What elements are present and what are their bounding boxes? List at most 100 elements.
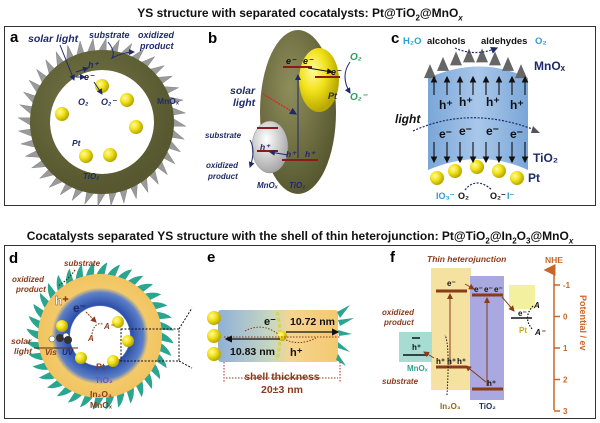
pt-label: Pt [528,171,540,185]
hole-label: h⁺ [88,60,99,70]
substrate-label: substrate [64,259,101,268]
axis-label-potential: Potential / ev [578,295,588,351]
substrate-label: substrate [89,30,130,40]
hole-label: h⁺ [457,357,466,366]
zoom-region-box [120,328,180,362]
panel-f: f Thin heterojunction e⁻ e⁻ e⁻ e⁻ e⁻ A A… [382,249,588,416]
mnox-spike [158,342,172,357]
superoxide-label: O₂⁻ [101,97,117,107]
panel-d: d substrate oxidized product h⁺ e⁻ A⁻ A … [9,250,193,410]
light-label: light [14,346,33,356]
hole-label: h⁺ [486,95,500,109]
o2-label: O₂ [78,97,89,107]
light-arrowhead [531,126,540,133]
tio2-label: TiO₂ [95,375,113,385]
oxidized-label: oxidized [382,308,415,317]
in2o3-label: In₂O₃ [440,402,461,411]
mnox-spike [92,395,105,410]
hole-label: h⁺ [459,95,473,109]
light-label: light [395,112,421,126]
electron-label: e⁻ [518,309,527,318]
axis-tick-label: 3 [563,407,568,416]
pt-particles-c [430,160,524,185]
iodide-label: I⁻ [507,191,515,201]
panel-label-d: d [9,250,18,267]
hole-label: h⁺ [290,347,303,359]
hole-label: h⁺ [447,357,456,366]
hole-label: h⁺ [412,343,421,352]
pt-label: Pt [328,91,338,101]
o2-label: O₂ [458,191,469,201]
alcohols-label: alcohols [427,36,466,47]
axis-tick-label: 2 [563,376,568,385]
top-section-title: YS structure with separated cocatalysts:… [137,6,463,23]
mnox-spike [95,262,108,277]
pt-label: Pt [96,362,105,372]
bottom-section-title: Cocatalysts separated YS structure with … [26,229,574,246]
axis-tick-label: 1 [563,344,568,353]
mnox-label: MnOₓ [157,96,180,106]
pt-label: Pt [72,138,82,148]
mnox-spike [489,51,501,66]
electron-label: e⁻ [510,127,523,141]
hole-label: h⁺ [260,142,271,152]
solar-label: solar [230,85,256,97]
mnox-label: MnOₓ [407,364,428,373]
axis-tick-label: 0 [563,313,568,322]
panel-label-e: e [207,249,215,266]
electron-label: e⁻ [331,67,342,77]
electron-label: e⁻ [447,279,456,288]
hole-label: h⁺ [487,379,496,388]
electron-label: e⁻ [264,316,276,328]
mnox-spike [105,394,115,410]
panel-label-b: b [208,30,217,47]
hole-label: h⁺ [286,149,297,159]
mnox-spikes-c [424,48,527,79]
product-label: product [15,285,46,294]
mnox-spike [159,331,174,344]
o2-label: O₂ [535,36,547,47]
electron-label: e⁻ [84,72,95,82]
distance-10-83-label: 10.83 nm [230,346,275,358]
oxidized-label: oxidized [138,30,175,40]
mnox-spike [158,321,174,331]
mnox-spike [437,56,449,71]
in2o3-band-box [431,268,471,390]
water-label: H₂O [403,36,421,47]
vis-label: Vis [45,348,57,357]
tio2-label: TiO₂ [533,151,558,165]
mnox-spike [424,64,436,79]
solar-light-label: solar light [28,33,79,45]
hole-label: h⁺ [305,149,316,159]
panel-c: c H₂O alcohols aldehydes O₂ MnOₓ h⁺ h⁺ h… [391,30,566,201]
mnox-spike [28,315,42,330]
panel-label-c: c [391,30,399,47]
nhe-label: NHE [545,255,563,265]
mnox-spike [476,48,488,63]
product-A-minus-label: A⁻ [534,328,546,337]
oxidized-label: oxidized [206,161,239,170]
mnox-label: MnOₓ [90,400,113,410]
mnox-spike [515,64,527,79]
product-label: product [207,172,238,181]
electron-label: e⁻ [303,56,314,66]
electron-label: e⁻ [73,301,86,315]
distance-10-72-label: 10.72 nm [290,316,335,328]
aldehydes-label: aldehydes [481,36,527,47]
product-label: product [139,41,174,51]
mnox-spike [85,262,95,278]
mnox-spike [502,56,514,71]
electron-label: e⁻ [484,285,493,294]
solar-label: solar [11,336,32,346]
panel-a: a solar light substrate oxidized product… [10,29,187,207]
in2o3-label: In₂O₃ [90,389,112,399]
panel-b: b e⁻ e⁻ e⁻ O₂ O₂⁻ solar light Pt substra… [205,30,369,194]
mnox-spike [106,264,121,278]
iodate-label: IO₃⁻ [436,191,455,201]
hole-label: h⁺ [510,98,524,112]
acceptor-A-label: A [87,334,94,343]
pt-particle [299,48,339,112]
tio2-label: TiO₂ [479,402,496,411]
pt-label: Pt [519,326,527,335]
